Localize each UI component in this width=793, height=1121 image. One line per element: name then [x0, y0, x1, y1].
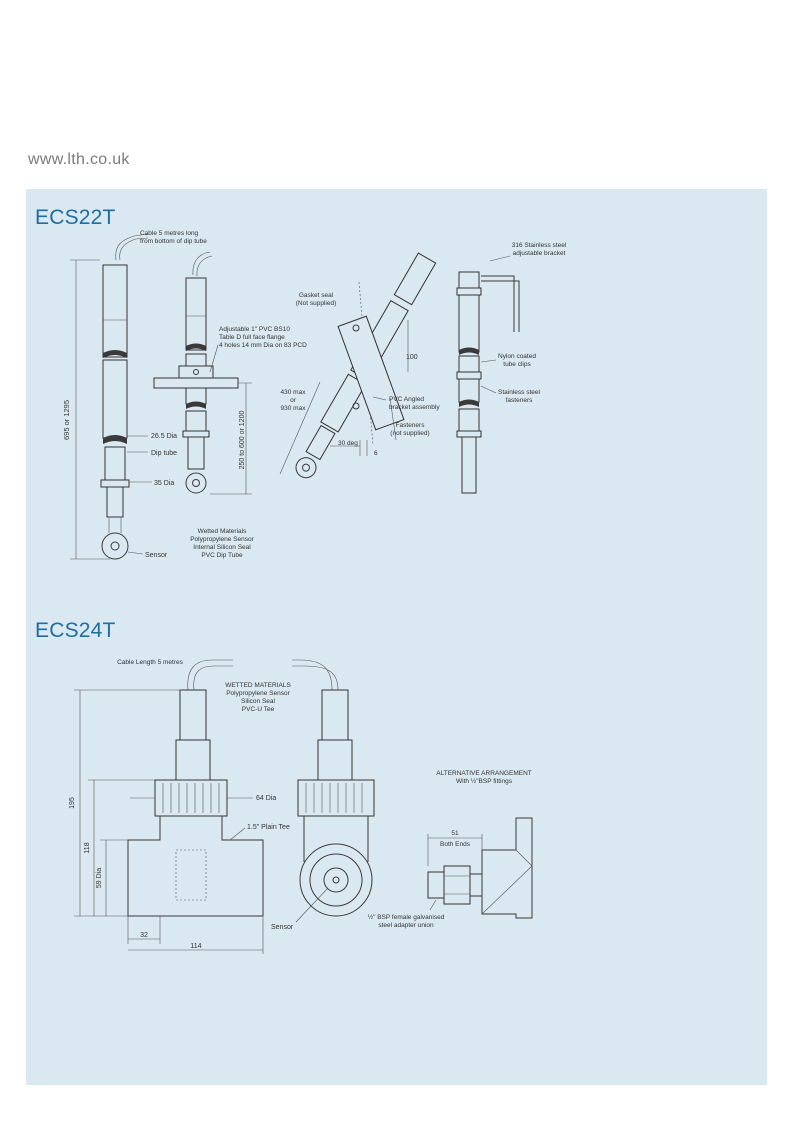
steel-bracket-line-1: 316 Stainless steel [512, 242, 567, 249]
wetted-line-3: Silicon Seal [241, 698, 276, 705]
dia-59-label: 59 Dia [96, 868, 103, 888]
dim-118-label: 118 [84, 842, 91, 853]
fasteners-line-1: Fasteners [396, 422, 426, 429]
tee-end-view-drawing: Sensor [271, 659, 375, 931]
flange-mount-drawing: 250 to 600 or 1200 Adjustable 1" PVC BS1… [153, 251, 307, 559]
gasket-line-1: Gasket seal [299, 292, 334, 299]
wetted-line-3: Internal Silicon Seal [193, 544, 251, 551]
stainless-bracket-drawing: 316 Stainless steel adjustable bracket N… [456, 242, 567, 494]
steel-bracket-line-2: adjustable bracket [513, 250, 566, 257]
plain-tee-label: 1.5" Plain Tee [247, 824, 290, 831]
dim-195-label: 195 [69, 797, 76, 809]
len-430-line-3: 930 max [281, 405, 307, 412]
union-line-1: ½" BSP female galvanised [368, 913, 445, 921]
pvc-bracket-line-1: PVC Angled [389, 396, 424, 403]
flange-line-2: Table D full face flange [219, 334, 285, 341]
tee-side-view-drawing: 195 118 59 Dia 32 114 64 Dia 1.5" Plain … [69, 659, 291, 954]
dim-51-label: 51 [451, 830, 459, 837]
nylon-clips-line-1: Nylon coated [498, 353, 536, 360]
website-url: www.lth.co.uk [28, 151, 130, 168]
nylon-clips-line-2: tube clips [503, 361, 531, 368]
len-250-label: 250 to 600 or 1200 [239, 411, 246, 470]
dip-tube-label: Dip tube [151, 450, 177, 457]
both-ends-label: Both Ends [440, 841, 471, 848]
drawings-panel [26, 189, 767, 1085]
cable-line-2: from bottom of dip tube [140, 238, 207, 245]
alt-title: ALTERNATIVE ARRANGEMENT [436, 770, 531, 777]
len-695-label: 695 or 1295 [62, 400, 71, 440]
dim-114-label: 114 [190, 943, 201, 950]
flange-line-3: 4 holes 14 mm Dia on 83 PCD [219, 342, 307, 349]
dim-32-label: 32 [140, 932, 148, 939]
ecs22t-diagram: 695 or 1295 26.5 Dia Dip tube 35 Dia Sen… [62, 230, 567, 560]
steel-fasteners-line-1: Stainless steel [498, 389, 540, 396]
wetted-line-2: Polypropylene Sensor [190, 536, 254, 543]
dia-35-label: 35 Dia [154, 480, 174, 487]
dim-100-label: 100 [406, 354, 418, 361]
alt-subtitle: With ½"BSP fittings [456, 777, 513, 785]
gasket-line-2: (Not supplied) [296, 300, 336, 307]
deg-30-label: 30 deg [338, 440, 358, 447]
dia-64-label: 64 Dia [256, 795, 276, 802]
dim-6-label: 6 [374, 450, 378, 457]
len-430-line-2: or [290, 397, 297, 404]
cable-line-1: Cable 5 metres long [140, 230, 199, 237]
sensor-label: Sensor [145, 552, 168, 559]
flange-line-1: Adjustable 1" PVC BS10 [219, 326, 290, 333]
cable-length-label: Cable Length 5 metres [117, 659, 184, 666]
wetted-line-4: PVC Dip Tube [201, 552, 243, 559]
dip-tube-probe-drawing: 695 or 1295 26.5 Dia Dip tube 35 Dia Sen… [62, 230, 207, 560]
ecs24t-diagram: 195 118 59 Dia 32 114 64 Dia 1.5" Plain … [69, 659, 533, 954]
wetted-line-4: PVC-U Tee [242, 706, 275, 713]
len-430-line-1: 430 max [281, 389, 307, 396]
dia-265-label: 26.5 Dia [151, 433, 177, 440]
pvc-bracket-line-2: bracket assembly [389, 404, 440, 411]
wetted-title: WETTED MATERIALS [225, 682, 291, 689]
wetted-line-2: Polypropylene Sensor [226, 690, 290, 697]
ecs24t-title: ECS24T [35, 619, 116, 642]
end-view-sensor-label: Sensor [271, 924, 294, 931]
fasteners-line-2: (not supplied) [390, 430, 429, 437]
alternative-arrangement-drawing: ALTERNATIVE ARRANGEMENT With ½"BSP fitti… [368, 770, 533, 929]
wetted-line-1: Wetted Materials [198, 528, 247, 535]
steel-fasteners-line-2: fasteners [506, 397, 533, 404]
angled-bracket-drawing: 100 Gasket seal (Not supplied) 430 max o… [279, 252, 440, 479]
ecs22t-title: ECS22T [35, 206, 116, 229]
union-line-2: steel adapter union [378, 922, 434, 929]
